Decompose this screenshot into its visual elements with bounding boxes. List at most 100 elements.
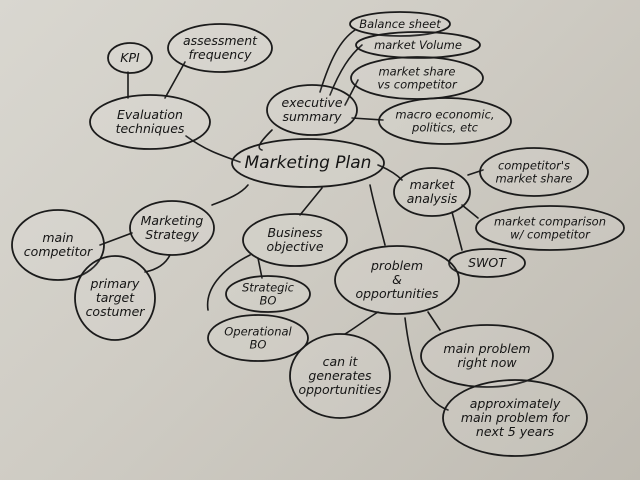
- label-line: main problem for: [461, 410, 570, 425]
- edge-center-business: [299, 187, 323, 216]
- node-swot: SWOT: [448, 248, 526, 278]
- label-line: SWOT: [468, 255, 507, 270]
- label-line: BO: [250, 337, 267, 351]
- node-marketing-plan-center: Marketing Plan: [231, 138, 385, 188]
- node-market-volume: market Volume: [355, 31, 481, 59]
- label-line: Strategy: [145, 227, 199, 242]
- label-line: &: [392, 272, 402, 287]
- edge-executive-balance: [319, 29, 356, 93]
- label-line: opportunities: [298, 382, 382, 397]
- label-line: analysis: [407, 191, 458, 206]
- node-macro-economic-label: macro economic,politics, etc: [395, 107, 494, 134]
- edge-business-operational: [206, 254, 251, 311]
- label-line: politics, etc: [411, 120, 479, 134]
- label-line: opportunities: [355, 286, 439, 301]
- label-line: market share: [495, 171, 572, 185]
- label-line: market comparison: [494, 214, 606, 228]
- connector-lines: [99, 29, 484, 411]
- label-line: approximately: [470, 396, 561, 411]
- node-market-volume-label: market Volume: [374, 38, 462, 52]
- node-balance-sheet: Balance sheet: [349, 11, 451, 37]
- edge-market-comparison: [461, 204, 479, 219]
- label-line: w/ competitor: [510, 227, 591, 241]
- edge-assessment-evaluation: [164, 61, 186, 99]
- node-kpi: KPI: [107, 42, 153, 74]
- label-line: executive: [281, 95, 342, 110]
- label-line: techniques: [116, 121, 185, 136]
- node-macro-economic: macro economic,politics, etc: [378, 97, 512, 145]
- label-line: Evaluation: [117, 107, 183, 122]
- label-line: target: [96, 290, 135, 305]
- label-line: Strategic: [242, 280, 295, 294]
- node-swot-label: SWOT: [468, 255, 507, 270]
- edge-executive-center: [258, 129, 273, 151]
- edge-center-problem: [369, 184, 386, 246]
- label-line: vs competitor: [377, 77, 458, 91]
- node-kpi-label: KPI: [120, 50, 140, 65]
- label-line: competitor's: [498, 158, 570, 172]
- label-line: primary: [90, 276, 141, 291]
- label-line: generates: [308, 368, 372, 383]
- edge-executive-volume: [329, 44, 363, 96]
- label-line: frequency: [189, 47, 253, 62]
- label-line: Balance sheet: [359, 17, 441, 31]
- edge-problem-approx: [404, 317, 449, 411]
- edge-center-strategy: [211, 184, 249, 206]
- node-marketing-plan-label: Marketing Plan: [245, 153, 372, 173]
- label-line: Marketing Plan: [245, 153, 372, 173]
- label-line: can it: [323, 354, 359, 369]
- label-line: competitor: [24, 244, 93, 259]
- label-line: market share: [378, 64, 455, 78]
- label-line: BO: [260, 293, 277, 307]
- label-line: summary: [283, 109, 343, 124]
- node-problem-opportunities-label: problem&opportunities: [355, 258, 439, 301]
- label-line: assessment: [183, 33, 258, 48]
- label-line: problem: [370, 258, 423, 273]
- edge-executive-share: [344, 79, 359, 106]
- label-line: next 5 years: [476, 424, 555, 439]
- edge-market-swot: [451, 211, 463, 251]
- label-line: Marketing: [141, 213, 204, 228]
- label-line: main: [42, 230, 73, 245]
- node-balance-sheet-label: Balance sheet: [359, 17, 441, 31]
- edge-executive-macro: [351, 117, 384, 121]
- edge-strategy-competitor: [99, 232, 133, 246]
- label-line: KPI: [120, 50, 140, 65]
- edge-problem-can: [344, 311, 379, 335]
- label-line: costumer: [86, 304, 146, 319]
- label-line: objective: [266, 239, 323, 254]
- edge-business-strategic: [257, 257, 263, 279]
- label-line: market Volume: [374, 38, 462, 52]
- edge-problem-main-now: [427, 311, 441, 331]
- node-problem-opportunities: problem&opportunities: [334, 245, 460, 315]
